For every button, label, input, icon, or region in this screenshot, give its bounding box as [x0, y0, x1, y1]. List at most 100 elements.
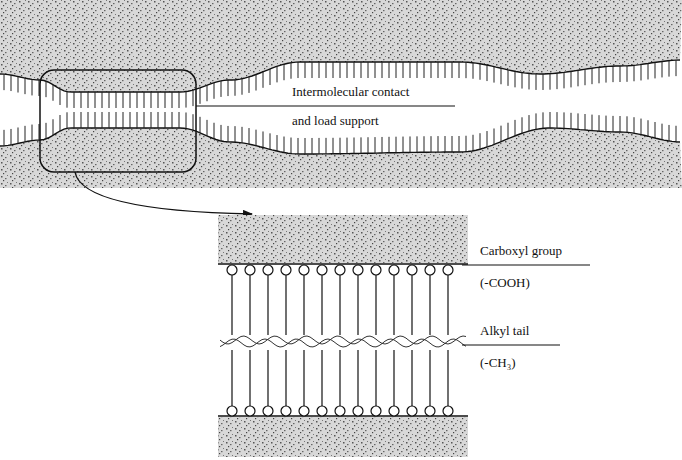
molecule-stroke	[592, 68, 593, 84]
alkyl-tail	[357, 350, 358, 406]
molecule-stroke	[340, 62, 341, 78]
molecule-stroke	[81, 92, 82, 108]
molecule-stroke	[655, 122, 656, 138]
molecule-stroke	[319, 62, 320, 78]
molecule-stroke	[291, 63, 292, 79]
alkyl-tail	[321, 275, 322, 335]
molecule-stroke	[116, 112, 117, 128]
molecule-stroke	[130, 92, 131, 108]
molecule-stroke	[305, 62, 306, 78]
molecule-stroke	[228, 126, 229, 142]
carboxyl-group	[389, 265, 399, 275]
molecule-stroke	[347, 138, 348, 154]
carboxyl-group	[407, 265, 417, 275]
monolayer-base	[0, 128, 680, 154]
molecule-stroke	[200, 88, 201, 104]
molecule-stroke	[25, 78, 26, 94]
molecule-stroke	[634, 65, 635, 81]
molecule-stroke	[312, 62, 313, 78]
molecule-stroke	[424, 62, 425, 78]
molecule-stroke	[459, 62, 460, 78]
molecule-stroke	[207, 120, 208, 136]
molecule-stroke	[193, 114, 194, 130]
molecule-stroke	[620, 116, 621, 132]
molecule-stroke	[627, 66, 628, 82]
alkyl-tail	[447, 350, 448, 406]
molecule-stroke	[431, 136, 432, 152]
alkyl-tail	[429, 350, 430, 406]
molecule-stroke	[606, 67, 607, 83]
molecule-stroke	[459, 136, 460, 152]
molecule-stroke	[4, 130, 5, 146]
molecule-stroke	[424, 136, 425, 152]
molecule-stroke	[508, 70, 509, 86]
molecule-stroke	[11, 75, 12, 91]
molecule-stroke	[46, 81, 47, 97]
molecule-stroke	[529, 73, 530, 89]
molecule-stroke	[417, 62, 418, 78]
molecule-stroke	[200, 117, 201, 133]
zoom-arrow	[75, 172, 252, 214]
molecule-stroke	[543, 74, 544, 90]
molecule-stroke	[361, 62, 362, 78]
alkyl-tail	[231, 350, 232, 406]
carboxyl-group	[443, 265, 453, 275]
molecule-stroke	[256, 130, 257, 146]
carboxyl-group	[371, 265, 381, 275]
molecule-stroke	[641, 119, 642, 135]
molecule-stroke	[312, 138, 313, 154]
molecule-stroke	[403, 62, 404, 78]
molecule-stroke	[410, 62, 411, 78]
alkyl-tail	[249, 350, 250, 406]
carboxyl-group	[335, 406, 345, 416]
molecule-stroke	[522, 117, 523, 133]
molecule-stroke	[550, 74, 551, 90]
molecule-stroke	[242, 127, 243, 143]
alkyl-tail	[375, 350, 376, 406]
molecule-stroke	[648, 63, 649, 79]
alkyl-tail	[303, 350, 304, 406]
carboxyl-group	[317, 265, 327, 275]
molecule-stroke	[123, 92, 124, 108]
molecule-stroke	[326, 62, 327, 78]
molecule-stroke	[354, 137, 355, 153]
molecule-stroke	[137, 92, 138, 108]
alkyl-tail	[393, 350, 394, 406]
molecule-stroke	[46, 123, 47, 139]
molecule-stroke	[298, 138, 299, 154]
molecule-stroke	[151, 92, 152, 108]
alkyl-tail	[303, 275, 304, 335]
molecule-stroke	[74, 92, 75, 108]
molecule-stroke	[662, 124, 663, 140]
alkyl-tail	[339, 275, 340, 335]
carboxyl-group	[263, 265, 273, 275]
molecule-stroke	[137, 112, 138, 128]
molecule-stroke	[270, 133, 271, 149]
carboxyl-group	[353, 406, 363, 416]
molecule-stroke	[95, 92, 96, 108]
molecule-stroke	[67, 112, 68, 128]
molecule-stroke	[67, 92, 68, 108]
molecule-stroke	[564, 72, 565, 88]
molecule-stroke	[648, 120, 649, 136]
alkyl-tail	[249, 275, 250, 335]
molecule-stroke	[284, 64, 285, 80]
molecule-stroke	[11, 129, 12, 145]
molecule-stroke	[88, 92, 89, 108]
molecule-stroke	[599, 115, 600, 131]
molecule-stroke	[480, 64, 481, 80]
molecule-stroke	[221, 81, 222, 97]
molecule-stroke	[263, 131, 264, 147]
molecule-stroke	[179, 112, 180, 128]
molecule-stroke	[277, 66, 278, 82]
tail-interface	[220, 339, 466, 347]
carboxyl-group	[245, 406, 255, 416]
carboxyl-group	[425, 406, 435, 416]
molecule-stroke	[249, 77, 250, 93]
molecule-stroke	[389, 137, 390, 153]
molecule-stroke	[627, 116, 628, 132]
carboxyl-group	[227, 406, 237, 416]
molecule-stroke	[669, 125, 670, 141]
molecule-stroke	[578, 70, 579, 86]
